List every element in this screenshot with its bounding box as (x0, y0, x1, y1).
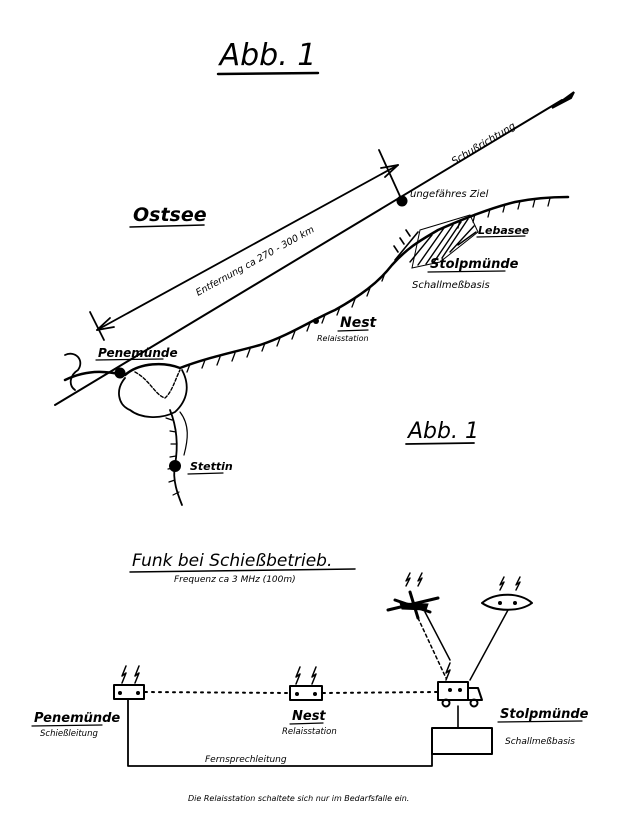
sea-label: Ostsee (133, 204, 207, 226)
stettin-marker (169, 460, 181, 472)
nest-marker (313, 318, 319, 324)
aircraft-icon (386, 572, 440, 620)
top-title: Abb. 1 (218, 38, 317, 73)
relay-map-label: Relaisstation (317, 334, 369, 343)
frequency-label: Frequenz ca 3 MHz (100m) (174, 575, 296, 585)
oder-river (169, 409, 183, 506)
stettin-label-underline (187, 472, 224, 475)
stolpmuende-label-underline (427, 270, 506, 273)
sea-label-underline (129, 224, 205, 228)
river-branch (179, 411, 188, 456)
distance-arrow-right (380, 164, 399, 178)
peenemuende-station-dot (136, 691, 140, 695)
target-marker (396, 195, 408, 207)
phone-line-label: Fernsprechleitung (205, 755, 287, 765)
radio-title: Funk bei Schießbetrieb. (132, 551, 332, 571)
nest-radio-underline (289, 722, 324, 725)
radio-link-left (144, 691, 290, 694)
radio-link-right (322, 691, 438, 694)
peenemuende-marker (114, 367, 126, 379)
lake-label-underline (476, 235, 526, 238)
truck-cab (467, 687, 483, 701)
distance-label: Entfernung ca 270 - 300 km (194, 224, 316, 298)
truck-wheel (441, 698, 451, 708)
peenemuende-radio-label: Penemünde (34, 711, 120, 726)
map: Ostsee Entfernung ca 270 - 300 km Schußr… (54, 91, 575, 506)
radio-diagram: Funk bei Schießbetrieb. Frequenz ca 3 MH… (31, 551, 589, 803)
sound-base-map-label: Schallmeßbasis (412, 280, 490, 291)
firing-direction-line (54, 99, 563, 406)
nest-station-box (289, 685, 323, 701)
nest-radio-sub: Relaisstation (282, 727, 337, 737)
top-title-underline (216, 71, 320, 76)
stolpmuende-radio-underline (497, 720, 583, 723)
rocket-icon (551, 91, 575, 109)
target-label: ungefähres Ziel (410, 189, 489, 200)
sound-base-radio-label: Schallmeßbasis (505, 737, 575, 747)
sound-base-markings (393, 229, 419, 261)
truck-antenna-icon (445, 662, 451, 681)
figure-label: Abb. 1 (406, 419, 479, 444)
distance-tick-right (378, 149, 405, 206)
truck-dot (448, 688, 452, 692)
lebasee-area (411, 214, 479, 269)
peenemuende-station-dot (118, 691, 122, 695)
direction-label: Schußrichtung (450, 121, 518, 168)
peenemuende-map-label: Penemünde (98, 346, 178, 360)
airship-icon (481, 576, 533, 611)
nest-label-underline (337, 329, 369, 332)
oder-haff-outline (118, 369, 188, 418)
sound-base-box (431, 727, 493, 755)
lake-label: Lebasee (478, 224, 530, 237)
telephone-line (127, 699, 433, 767)
aircraft-link (417, 617, 447, 679)
truck-dot (458, 688, 462, 692)
distance-line (96, 164, 399, 331)
nest-station-dot (295, 692, 299, 696)
distance-arrow-left (96, 317, 115, 331)
peenemuende-radio-underline (31, 724, 103, 727)
nest-antenna-icon (295, 666, 317, 685)
radio-title-underline (129, 568, 356, 573)
truck-wheel (469, 698, 479, 708)
lagoon-outline (134, 369, 181, 399)
coastline (63, 195, 570, 382)
figure-label-underline (405, 442, 475, 445)
nest-station-dot (313, 692, 317, 696)
stolpmuende-map-label: Stolpmünde (430, 257, 519, 272)
stettin-label: Stettin (190, 460, 233, 473)
footnote: Die Relaisstation schaltete sich nur im … (188, 794, 409, 803)
peenemuende-radio-sub: Schießleitung (40, 729, 98, 739)
nest-radio-label: Nest (292, 709, 326, 724)
aircraft-link-solid (424, 611, 451, 661)
distance-tick-left (89, 311, 105, 341)
airship-link (469, 609, 509, 681)
stolpmuende-radio-label: Stolpmünde (500, 707, 589, 722)
nest-map-label: Nest (340, 315, 378, 331)
usedom-outline (64, 352, 82, 391)
lebasee-hatching (409, 218, 477, 266)
truck-body (437, 681, 469, 701)
peenemuende-label-underline (95, 358, 164, 361)
peenemuende-antenna-icon (121, 665, 140, 684)
